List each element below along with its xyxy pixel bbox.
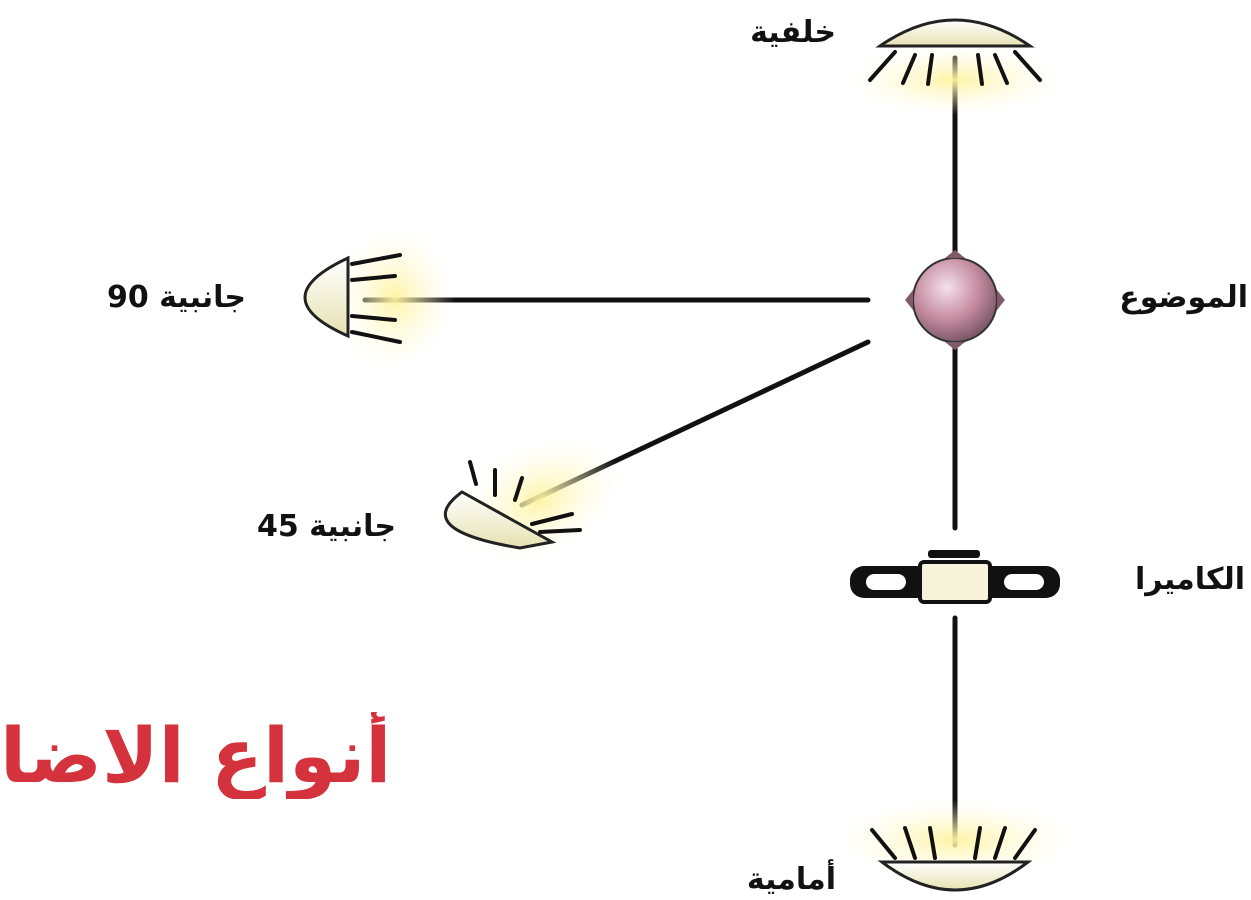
page-title: أنواع الاضا xyxy=(0,712,392,800)
front-light-label: أمامية xyxy=(746,862,836,897)
subject-label: الموضوع xyxy=(1119,280,1248,315)
back-light-glow xyxy=(845,45,1065,115)
back-light-label: خلفية xyxy=(750,15,836,50)
camera-icon xyxy=(850,550,1060,604)
side-90-light-glow xyxy=(335,228,455,368)
side-45-light-label: جانبية 45 xyxy=(256,509,396,544)
side-90-light-label: جانبية 90 xyxy=(106,280,246,315)
front-light-lamp xyxy=(835,800,1075,892)
back-light-lamp xyxy=(845,18,1065,115)
camera-label: الكاميرا xyxy=(1134,562,1245,597)
connector-lines xyxy=(362,55,958,848)
subject-sphere xyxy=(905,250,1005,350)
side-45-light-lamp xyxy=(443,438,621,562)
side-90-light-lamp xyxy=(303,228,455,368)
